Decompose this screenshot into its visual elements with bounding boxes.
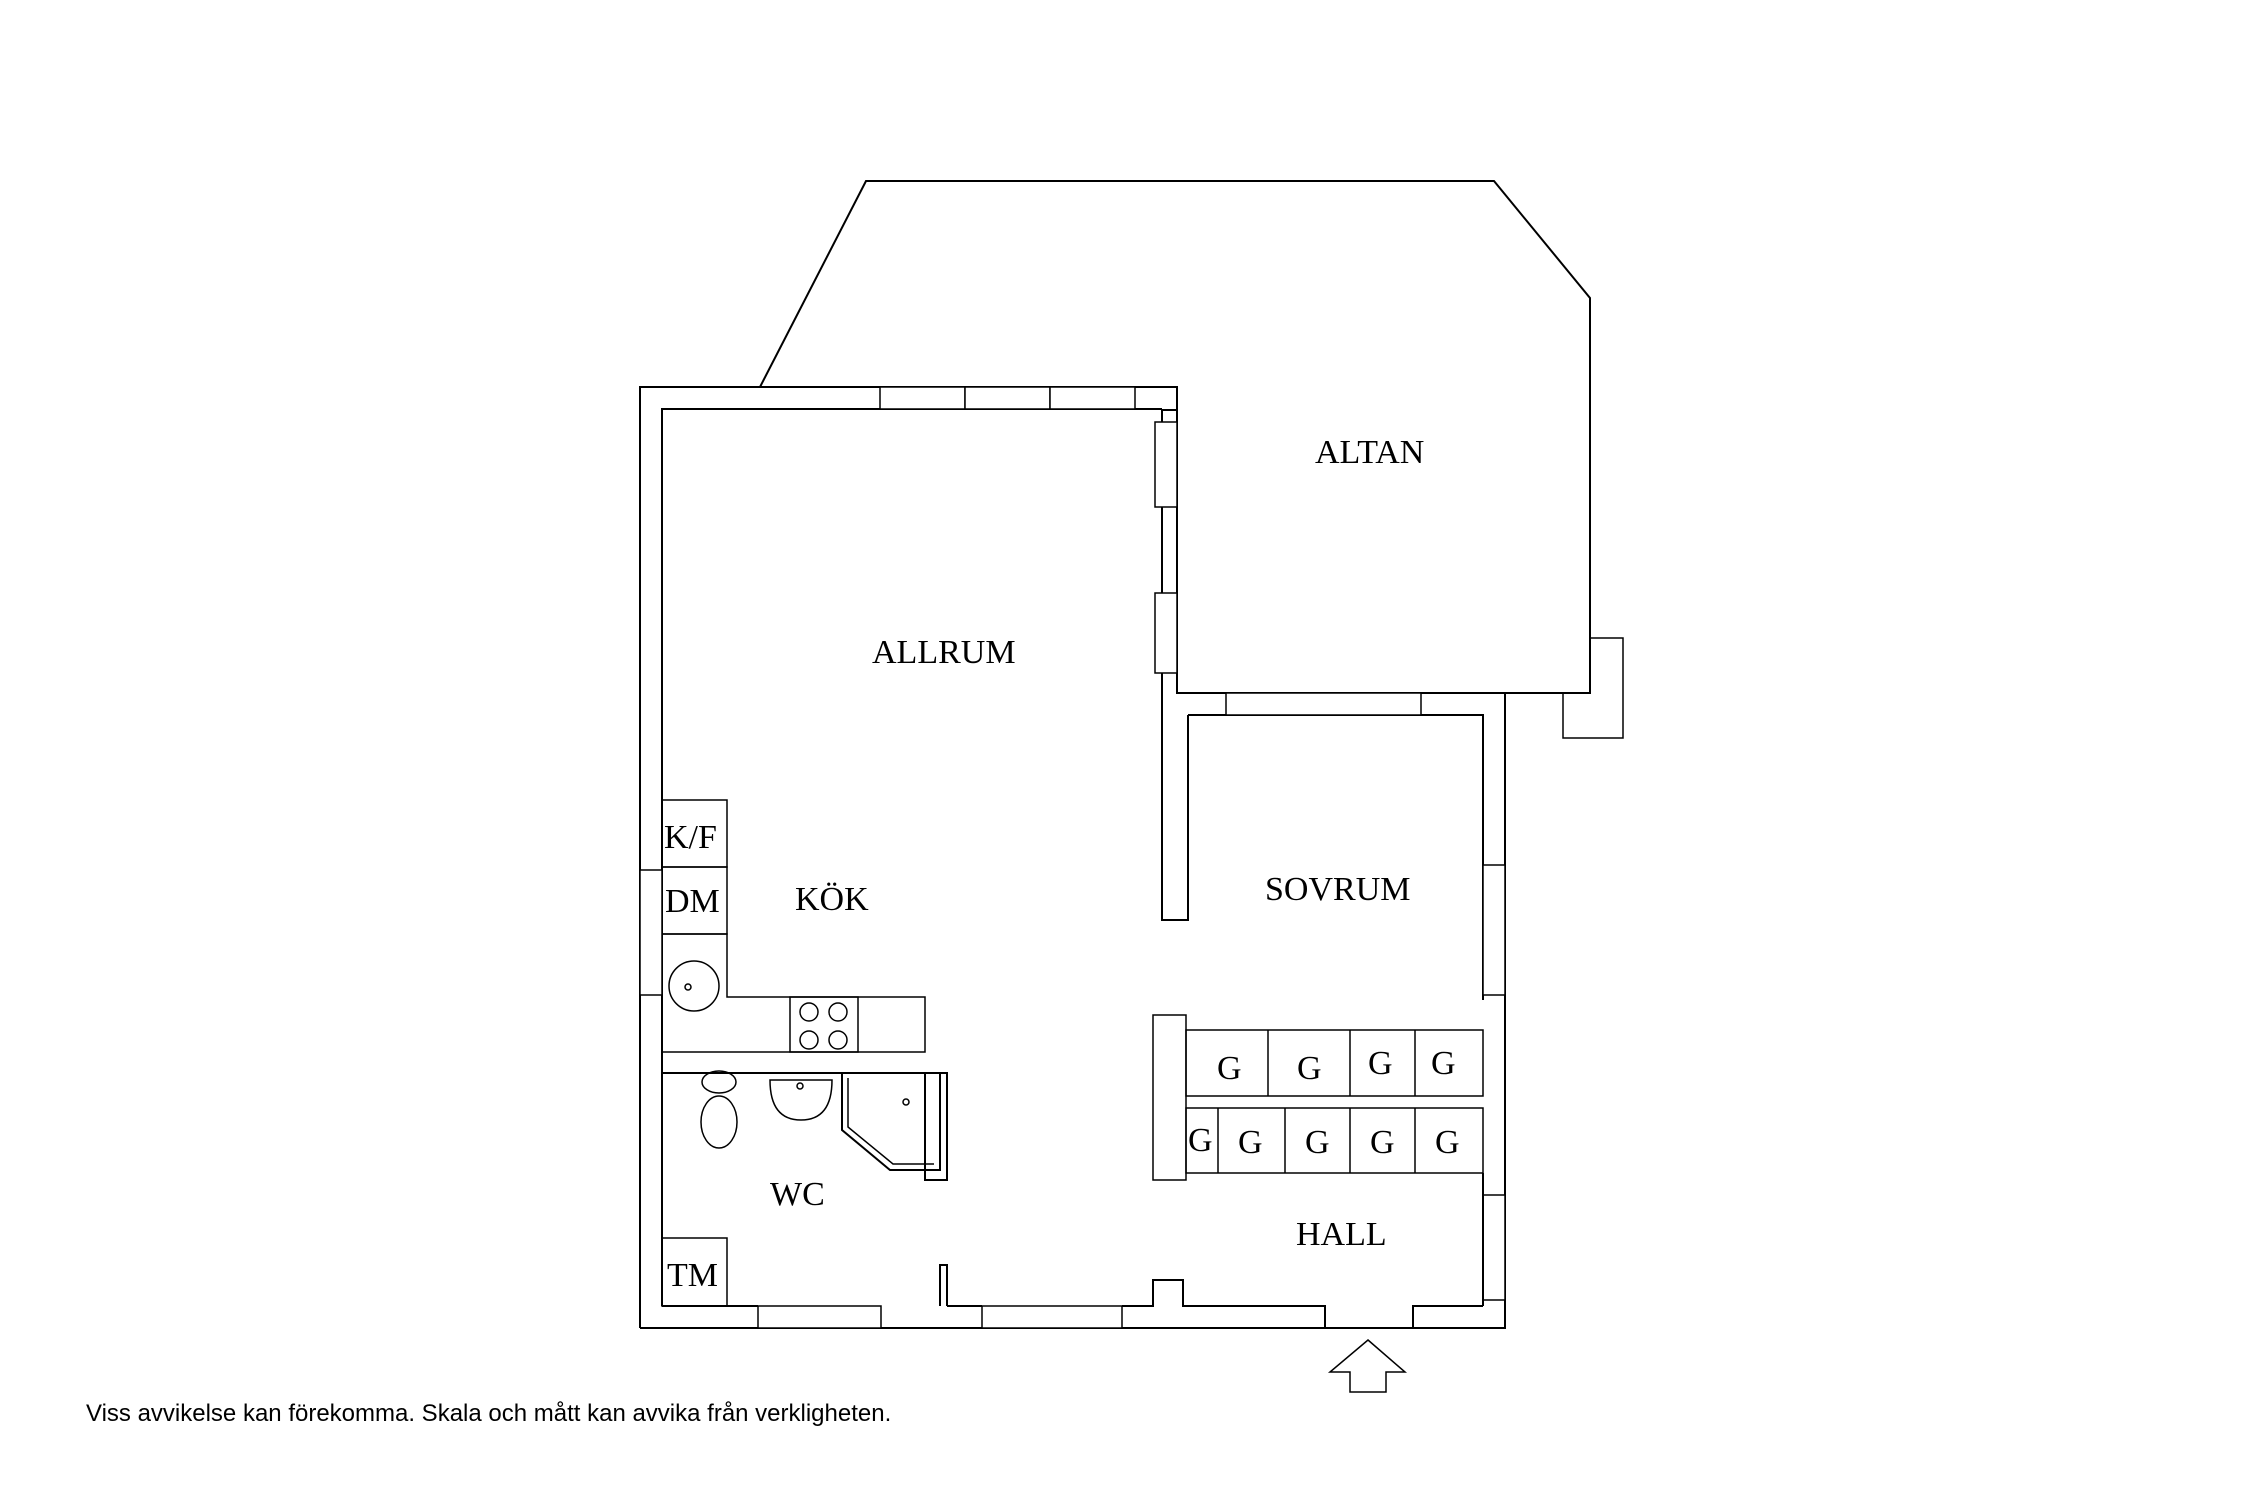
wardrobe-label: G (1370, 1124, 1395, 1161)
room-label-hall: HALL (1296, 1216, 1387, 1253)
wardrobe-label: G (1435, 1124, 1460, 1161)
room-label-allrum: ALLRUM (872, 634, 1016, 671)
room-label-wc: WC (770, 1176, 825, 1213)
wardrobes (1152, 1014, 1484, 1181)
bottom-windows (757, 1279, 1483, 1329)
terrace-step (1562, 637, 1624, 739)
room-label-sovrum: SOVRUM (1265, 871, 1410, 908)
wardrobe-label: G (1368, 1045, 1393, 1082)
wardrobe-label: G (1188, 1122, 1213, 1159)
wc-room (661, 1070, 948, 1307)
wardrobe-label: G (1297, 1050, 1322, 1087)
fixture-label-washing-machine: TM (667, 1257, 718, 1294)
wardrobe-label: G (1238, 1124, 1263, 1161)
shower-icon (841, 1073, 941, 1171)
kitchen (639, 799, 926, 1053)
allrum-right-wall (1154, 387, 1189, 921)
room-label-altan: ALTAN (1315, 434, 1424, 471)
fixture-label-fridge-freezer: K/F (664, 819, 717, 856)
sink-icon (668, 960, 720, 1012)
fixture-label-dishwasher: DM (665, 883, 720, 920)
top-windows (879, 386, 1136, 410)
entrance-arrow-icon (1327, 1339, 1408, 1393)
wardrobe-label: G (1305, 1124, 1330, 1161)
wardrobe-label: G (1431, 1045, 1456, 1082)
basin-icon (769, 1079, 833, 1121)
sovrum-walls (1188, 692, 1506, 1306)
room-label-kok: KÖK (795, 881, 869, 918)
disclaimer-text: Viss avvikelse kan förekomma. Skala och … (86, 1400, 892, 1427)
wardrobe-label: G (1217, 1050, 1242, 1087)
toilet-icon (700, 1070, 738, 1149)
